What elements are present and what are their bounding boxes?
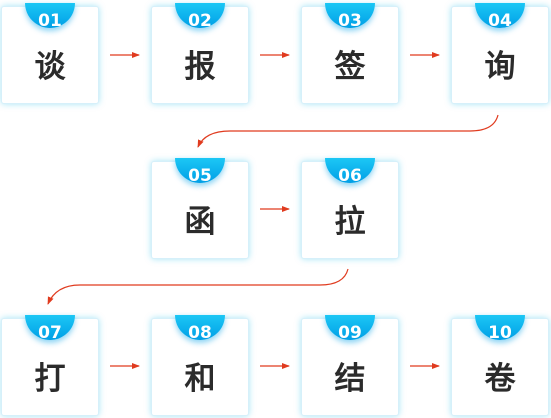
step-label: 谈 [34, 49, 66, 85]
arrow-06-07 [47, 268, 349, 305]
arrow-04-05 [197, 114, 499, 148]
step-label: 和 [184, 361, 216, 397]
step-number: 04 [488, 11, 512, 31]
step-label: 函 [184, 204, 216, 240]
step-label: 打 [34, 361, 66, 397]
step-number: 01 [38, 11, 62, 31]
step-number: 02 [188, 11, 212, 31]
step-label: 签 [334, 49, 366, 85]
step-card-02: 02 报 [151, 3, 249, 104]
step-number: 05 [188, 166, 212, 186]
step-number: 06 [338, 166, 362, 186]
step-number: 09 [338, 323, 362, 343]
step-label: 结 [334, 361, 366, 397]
step-number: 10 [488, 323, 512, 343]
step-card-04: 04 询 [451, 3, 549, 104]
step-card-07: 07 打 [1, 315, 99, 416]
step-card-01: 01 谈 [1, 3, 99, 104]
step-label: 卷 [484, 361, 516, 397]
step-label: 询 [484, 49, 516, 85]
step-card-06: 06 拉 [301, 158, 399, 259]
step-number: 03 [338, 11, 362, 31]
step-card-09: 09 结 [301, 315, 399, 416]
step-card-05: 05 函 [151, 158, 249, 259]
step-label: 拉 [334, 204, 366, 240]
step-card-03: 03 签 [301, 3, 399, 104]
step-card-10: 10 卷 [451, 315, 549, 416]
step-number: 08 [188, 323, 212, 343]
step-number: 07 [38, 323, 62, 343]
step-label: 报 [184, 49, 216, 85]
step-card-08: 08 和 [151, 315, 249, 416]
